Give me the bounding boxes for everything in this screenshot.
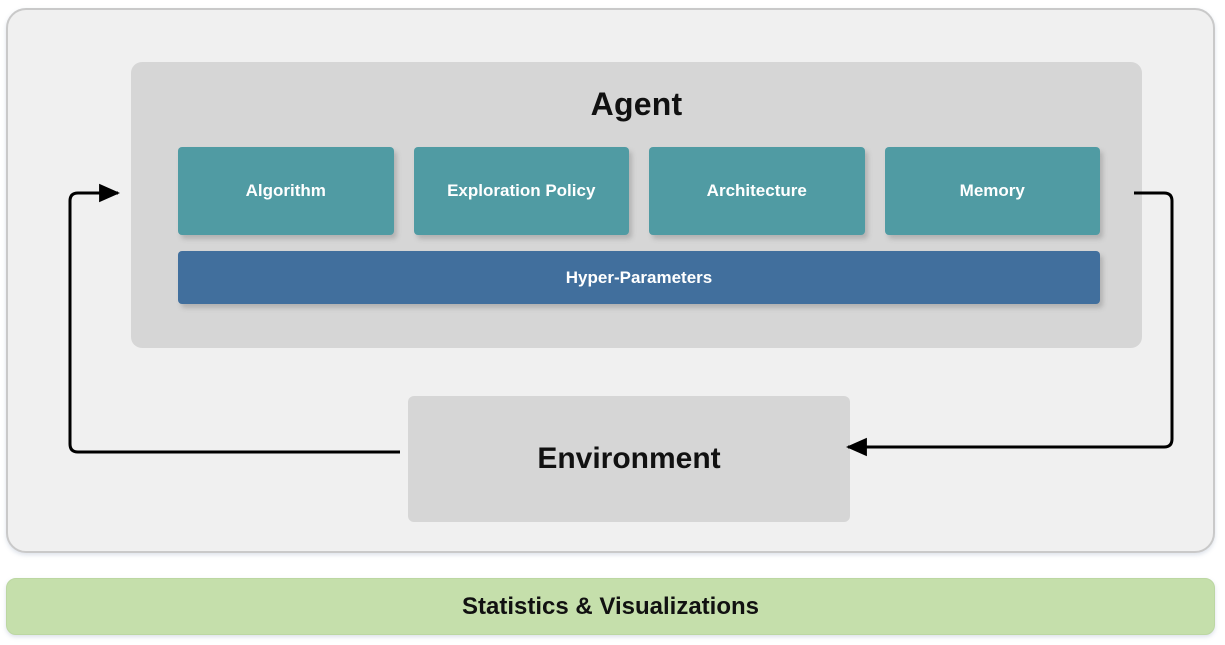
- agent-component-memory-label: Memory: [959, 181, 1025, 200]
- environment-label: Environment: [537, 442, 721, 475]
- agent-component-row: Algorithm Exploration Policy Architectur…: [178, 147, 1100, 235]
- hyper-parameters-bar[interactable]: Hyper-Parameters: [178, 251, 1100, 304]
- agent-component-algorithm[interactable]: Algorithm: [178, 147, 394, 235]
- agent-title: Agent: [590, 86, 683, 122]
- statistics-visualizations-bar[interactable]: Statistics & Visualizations: [6, 578, 1215, 635]
- hyper-parameters-label: Hyper-Parameters: [565, 267, 713, 287]
- agent-component-memory[interactable]: Memory: [884, 147, 1100, 235]
- framework-panel: Agent Algorithm Exploration Policy Archi…: [6, 8, 1215, 553]
- agent-component-architecture[interactable]: Architecture: [649, 147, 865, 235]
- agent-component-exploration-policy[interactable]: Exploration Policy: [413, 147, 629, 235]
- agent-container[interactable]: Agent Algorithm Exploration Policy Archi…: [131, 62, 1142, 348]
- statistics-visualizations-label: Statistics & Visualizations: [462, 592, 759, 620]
- agent-component-exploration-policy-label: Exploration Policy: [447, 181, 596, 200]
- agent-component-architecture-label: Architecture: [706, 181, 807, 200]
- environment-container[interactable]: Environment: [408, 396, 850, 522]
- agent-component-algorithm-label: Algorithm: [245, 181, 326, 200]
